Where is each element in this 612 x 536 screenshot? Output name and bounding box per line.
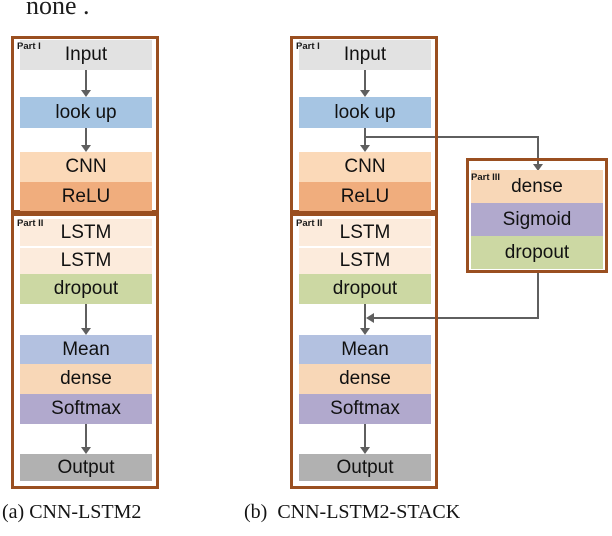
node-dropout: dropout	[471, 236, 603, 269]
node-mean: Mean	[20, 335, 152, 364]
diagram-b-part2-frame: Part II LSTM LSTM dropout Mean dense Sof…	[290, 213, 438, 489]
node-lstm1: LSTM	[20, 219, 152, 246]
node-lstm2: LSTM	[20, 248, 152, 274]
arrowhead-down-icon	[533, 164, 543, 171]
part-label: Part I	[17, 41, 41, 52]
flow-arrow-down	[360, 424, 370, 454]
node-dropout: dropout	[20, 274, 152, 304]
arrowhead-left-icon	[366, 313, 374, 323]
caption-a: (a) CNN-LSTM2	[2, 501, 142, 523]
node-mean: Mean	[299, 335, 431, 364]
diagram-a-part1-frame: Part I Input look up CNN ReLU	[11, 36, 159, 213]
node-lookup: look up	[20, 97, 152, 128]
node-cnn: CNN	[299, 152, 431, 182]
diagram-b-part1-frame: Part I Input look up CNN ReLU	[290, 36, 438, 213]
node-dense: dense	[471, 170, 603, 203]
flow-arrow-down	[81, 128, 91, 152]
flow-arrow-down	[81, 424, 91, 454]
flow-arrow-down	[360, 304, 370, 335]
node-relu: ReLU	[20, 182, 152, 211]
node-input: Input	[299, 40, 431, 70]
node-dense: dense	[20, 364, 152, 394]
flow-arrow-down	[360, 70, 370, 97]
flow-arrow-down	[81, 70, 91, 97]
page-text-fragment: none .	[26, 0, 90, 20]
node-lstm1: LSTM	[299, 219, 431, 246]
connector-branch-horizontal	[364, 136, 539, 138]
node-lookup: look up	[299, 97, 431, 128]
node-input: Input	[20, 40, 152, 70]
node-softmax: Softmax	[20, 394, 152, 424]
part-label: Part II	[296, 218, 323, 229]
diagram-a-part2-frame: Part II LSTM LSTM dropout Mean dense Sof…	[11, 213, 159, 489]
flow-arrow-down	[81, 304, 91, 335]
connector-return-horizontal	[374, 317, 539, 319]
node-sigmoid: Sigmoid	[471, 203, 603, 236]
node-cnn: CNN	[20, 152, 152, 182]
diagram-b-part3-frame: Part III dense Sigmoid dropout	[466, 158, 608, 273]
connector-branch-vertical	[537, 136, 539, 164]
node-softmax: Softmax	[299, 394, 431, 424]
node-dropout: dropout	[299, 274, 431, 304]
node-relu: ReLU	[299, 182, 431, 211]
part-label: Part I	[296, 41, 320, 52]
flow-arrow-down	[360, 128, 370, 152]
connector-return-vertical	[537, 270, 539, 318]
node-output: Output	[299, 454, 431, 481]
node-lstm2: LSTM	[299, 248, 431, 274]
node-output: Output	[20, 454, 152, 481]
part-label: Part III	[471, 172, 501, 183]
caption-b: (b) CNN-LSTM2-STACK	[244, 501, 461, 523]
part-label: Part II	[17, 218, 44, 229]
node-dense: dense	[299, 364, 431, 394]
